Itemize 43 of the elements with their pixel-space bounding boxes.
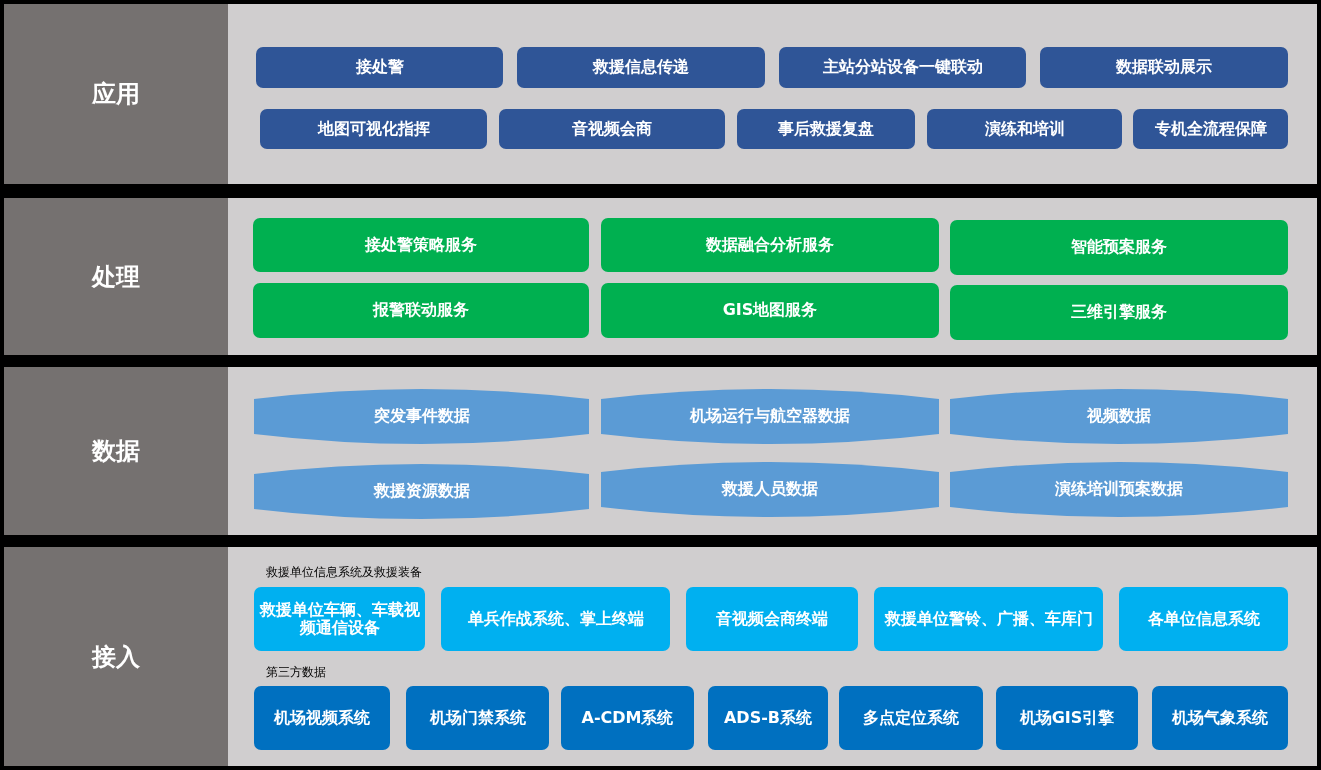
data-store-cylinder: 机场运行与航空器数据 (601, 389, 939, 444)
module-box: 报警联动服务 (253, 283, 589, 338)
layer-title: 接入 (92, 641, 140, 673)
module-box: 数据融合分析服务 (601, 218, 939, 272)
module-box: 救援单位车辆、车载视频通信设备 (254, 587, 425, 651)
module-box: 单兵作战系统、掌上终端 (441, 587, 670, 651)
module-box: 机场GIS引擎 (996, 686, 1138, 750)
module-box: 演练和培训 (927, 109, 1122, 149)
module-box: A-CDM系统 (561, 686, 694, 750)
module-box: 专机全流程保障 (1133, 109, 1288, 149)
layer-band (4, 198, 1317, 355)
section-note: 第三方数据 (266, 664, 326, 681)
module-box: 救援单位警铃、广播、车库门 (874, 587, 1103, 651)
data-store-cylinder: 视频数据 (950, 389, 1288, 444)
module-box: 音视频会商 (499, 109, 725, 149)
layer-title: 应用 (92, 79, 140, 110)
data-store-cylinder: 救援资源数据 (254, 464, 589, 519)
module-box: 智能预案服务 (950, 220, 1288, 275)
module-box: 事后救援复盘 (737, 109, 915, 149)
module-box: 机场气象系统 (1152, 686, 1288, 750)
section-note: 救援单位信息系统及救援装备 (266, 564, 422, 581)
module-box: 多点定位系统 (839, 686, 983, 750)
data-store-cylinder: 突发事件数据 (254, 389, 589, 444)
module-box: 各单位信息系统 (1119, 587, 1288, 651)
layer-band (4, 4, 1317, 184)
module-box: 地图可视化指挥 (260, 109, 487, 149)
module-box: GIS地图服务 (601, 283, 939, 338)
module-box: ADS-B系统 (708, 686, 828, 750)
layer-band (4, 367, 1317, 535)
layer-band (4, 547, 1317, 766)
data-store-cylinder: 演练培训预案数据 (950, 462, 1288, 517)
data-store-cylinder: 救援人员数据 (601, 462, 939, 517)
module-box: 接处警策略服务 (253, 218, 589, 272)
layer-title: 数据 (92, 436, 140, 467)
module-box: 机场视频系统 (254, 686, 390, 750)
module-box: 机场门禁系统 (406, 686, 549, 750)
module-box: 接处警 (256, 47, 503, 88)
module-box: 音视频会商终端 (686, 587, 858, 651)
layer-title: 处理 (92, 261, 140, 293)
module-box: 主站分站设备一键联动 (779, 47, 1026, 88)
module-box: 三维引擎服务 (950, 285, 1288, 340)
module-box: 数据联动展示 (1040, 47, 1288, 88)
module-box: 救援信息传递 (517, 47, 765, 88)
